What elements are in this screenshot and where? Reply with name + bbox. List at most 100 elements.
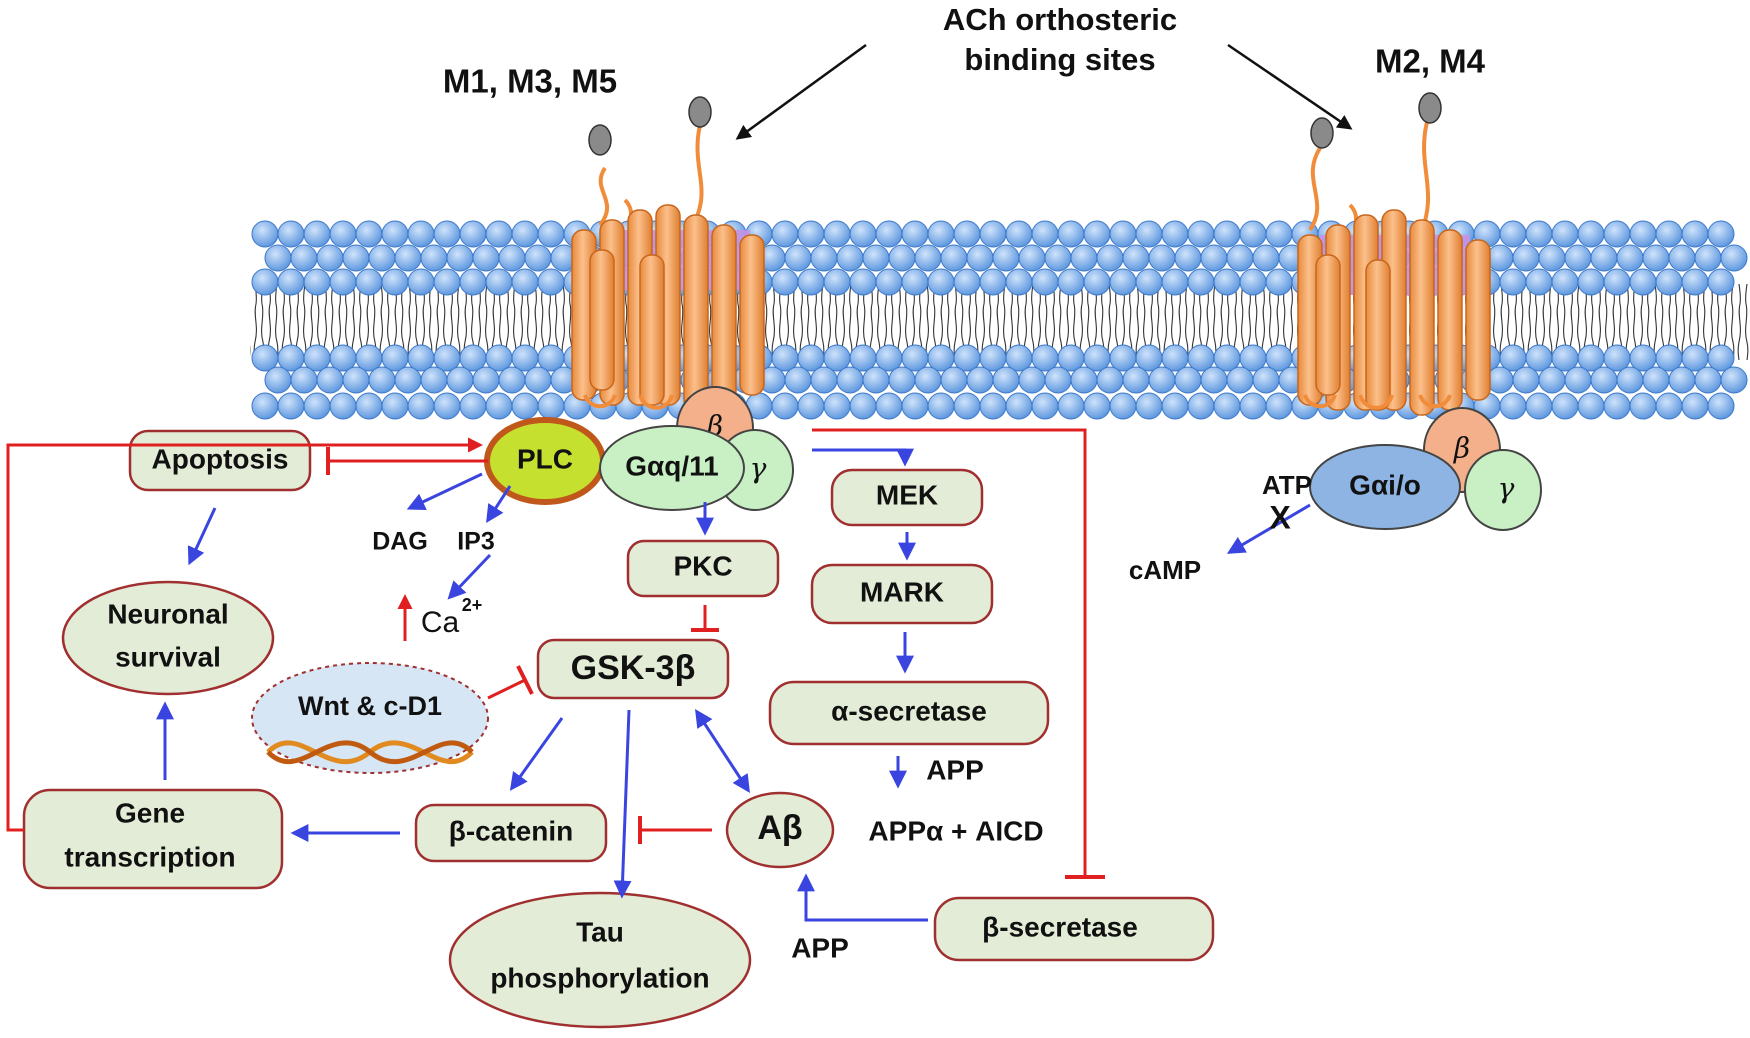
transmembrane-helix — [639, 254, 665, 406]
tau-phosphorylation-node: Tau phosphorylation — [448, 891, 752, 1029]
lipid-head — [355, 220, 383, 248]
lipid-head — [1603, 268, 1631, 296]
lipid-head — [420, 366, 448, 394]
lipid-head — [1109, 268, 1137, 296]
lipid-head — [1096, 244, 1124, 272]
lipid-head — [511, 392, 539, 420]
ip3-label: IP3 — [457, 528, 495, 556]
lipid-head — [1161, 392, 1189, 420]
lipid-head — [888, 244, 916, 272]
receptor-m1-m3-m5 — [571, 96, 765, 411]
lipid-head — [290, 244, 318, 272]
lipid-head — [1486, 244, 1514, 272]
beta-catenin-node: β-catenin — [414, 803, 608, 863]
lipid-head — [875, 220, 903, 248]
transmembrane-helix — [1409, 219, 1435, 416]
lipid-head — [927, 268, 955, 296]
lipid-head — [992, 366, 1020, 394]
lipid-head — [901, 392, 929, 420]
lipid-head — [1707, 392, 1735, 420]
gamma-subunit-label: γ — [750, 452, 767, 485]
lipid-head — [1694, 366, 1722, 394]
lipid-head — [927, 392, 955, 420]
lipid-head — [303, 268, 331, 296]
lipid-head — [355, 392, 383, 420]
transmembrane-helix — [1465, 239, 1491, 401]
lipid-head — [1551, 268, 1579, 296]
lipid-head — [1083, 392, 1111, 420]
gsk3b-label: GSK-3β — [571, 649, 696, 687]
pkc-label: PKC — [673, 550, 732, 581]
transmembrane-helix — [1315, 254, 1341, 396]
lipid-head — [1512, 244, 1540, 272]
lipid-head — [1148, 244, 1176, 272]
lipid-head — [303, 392, 331, 420]
lipid-head — [537, 268, 565, 296]
transmembrane-helix — [1437, 229, 1463, 411]
lipid-head — [1616, 244, 1644, 272]
beta-catenin-label: β-catenin — [449, 815, 573, 846]
alpha-secretase-node: α-secretase — [768, 680, 1050, 746]
calcium-charge-label: 2+ — [462, 595, 483, 615]
atp-camp-arrow — [1226, 503, 1311, 554]
lipid-head — [1512, 366, 1540, 394]
lipid-head — [1031, 220, 1059, 248]
atp-label: ATP — [1262, 470, 1312, 500]
lipid-head — [1577, 392, 1605, 420]
lipid-head — [1616, 366, 1644, 394]
lipid-head — [1161, 220, 1189, 248]
lipid-head — [1564, 244, 1592, 272]
lipid-head — [524, 244, 552, 272]
lipid-head — [1161, 268, 1189, 296]
lipid-head — [472, 366, 500, 394]
lipid-head — [1694, 244, 1722, 272]
lipid-head — [485, 268, 513, 296]
lipid-heads-bottom — [251, 344, 1748, 420]
lipid-head — [1707, 344, 1735, 372]
lipid-head — [1590, 244, 1618, 272]
lipid-head — [1538, 366, 1566, 394]
lipid-head — [927, 220, 955, 248]
lipid-head — [420, 244, 448, 272]
tau-label-line2: phosphorylation — [490, 962, 709, 993]
lipid-head — [1720, 244, 1748, 272]
lipid-head — [1577, 268, 1605, 296]
lipid-head — [459, 220, 487, 248]
lipid-head — [901, 268, 929, 296]
lipid-head — [966, 244, 994, 272]
lipid-head — [1590, 366, 1618, 394]
lipid-head — [875, 392, 903, 420]
lipid-head — [1187, 220, 1215, 248]
lipid-head — [1057, 392, 1085, 420]
lipid-head — [1668, 366, 1696, 394]
apoptosis-node: Apoptosis — [128, 429, 312, 492]
lipid-head — [329, 220, 357, 248]
lipid-head — [511, 268, 539, 296]
lipid-head — [1551, 220, 1579, 248]
lipid-head — [875, 268, 903, 296]
gene-label-line2: transcription — [64, 841, 235, 872]
lipid-head — [1135, 268, 1163, 296]
lipid-head — [849, 268, 877, 296]
plc-label: PLC — [517, 443, 573, 474]
lipid-head — [914, 366, 942, 394]
lipid-head — [836, 244, 864, 272]
lipid-head — [394, 244, 422, 272]
lipid-head — [992, 244, 1020, 272]
mark-label: MARK — [860, 576, 944, 607]
lipid-head — [277, 392, 305, 420]
transmembrane-helix — [739, 234, 765, 396]
lipid-head — [290, 366, 318, 394]
lipid-head — [368, 366, 396, 394]
calcium-label: Ca — [421, 606, 460, 639]
lipid-head — [433, 268, 461, 296]
lipid-head — [914, 244, 942, 272]
lipid-head — [1642, 244, 1670, 272]
lipid-head — [849, 392, 877, 420]
mek-label: MEK — [876, 479, 938, 510]
lipid-head — [1499, 220, 1527, 248]
gene-label-line1: Gene — [115, 797, 185, 828]
neuronal-survival-node: Neuronal survival — [61, 580, 275, 696]
lipid-head — [1603, 220, 1631, 248]
lipid-head — [1655, 268, 1683, 296]
